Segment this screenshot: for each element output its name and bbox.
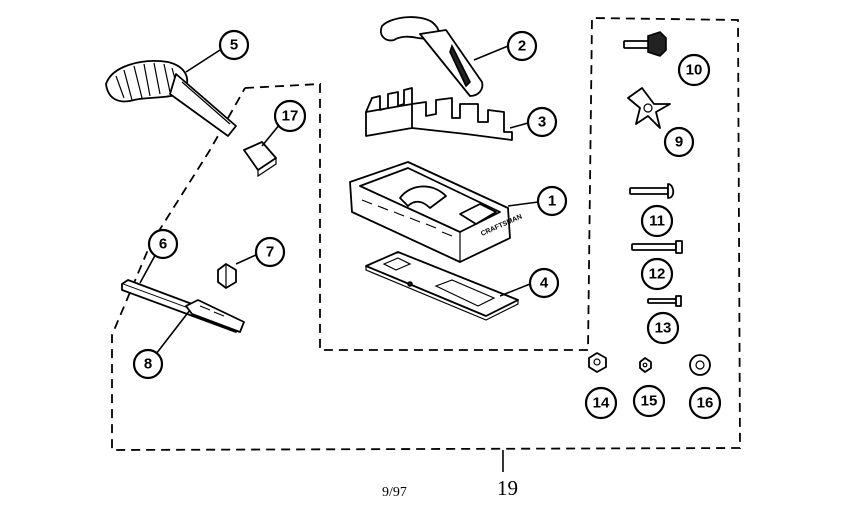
- callout-7: 7: [254, 236, 286, 268]
- callout-13: 13: [646, 311, 680, 345]
- callout-9: 9: [663, 126, 695, 158]
- callout-10-label: 10: [686, 62, 703, 79]
- callout-2-label: 2: [518, 38, 526, 55]
- assembly-dashed-outline: [111, 17, 741, 451]
- callout-14-label: 14: [593, 395, 610, 412]
- callout-11: 11: [640, 204, 674, 238]
- part-8-guide: [155, 299, 245, 355]
- callout-8-label: 8: [144, 356, 152, 373]
- callout-8: 8: [132, 348, 164, 380]
- callout-1-label: 1: [548, 193, 556, 210]
- callout-12-label: 12: [649, 266, 666, 283]
- part-14-nut: [588, 352, 607, 373]
- callout-6-label: 6: [159, 236, 167, 253]
- part-13-screw: [647, 295, 682, 307]
- callout-5: 5: [218, 29, 250, 61]
- part-10-knob-screw: [623, 31, 667, 57]
- callout-3-label: 3: [538, 114, 546, 131]
- callout-5-label: 5: [230, 37, 238, 54]
- callout-17-label: 17: [282, 108, 299, 125]
- part-17-pad: [243, 123, 281, 178]
- footer-date: 9/97: [382, 485, 407, 500]
- callout-4: 4: [528, 267, 560, 299]
- callout-15-label: 15: [641, 393, 658, 410]
- assembly-number: 19: [497, 476, 518, 500]
- callout-14: 14: [584, 386, 618, 420]
- callout-7-label: 7: [266, 244, 274, 261]
- part-9-star-knob: [627, 87, 671, 129]
- part-16-washer: [689, 354, 711, 376]
- callout-16-label: 16: [697, 395, 714, 412]
- part-3-bracket: [365, 87, 529, 141]
- callout-16: 16: [688, 386, 722, 420]
- callout-4-label: 4: [540, 275, 549, 292]
- callout-13-label: 13: [655, 320, 672, 337]
- callout-17: 17: [273, 99, 307, 133]
- callout-11-label: 11: [649, 213, 665, 230]
- part-4-plate: [365, 251, 531, 321]
- part-2-knob: [380, 16, 509, 97]
- callout-1: 1: [536, 185, 568, 217]
- part-5-handle: [105, 49, 237, 137]
- callout-3: 3: [526, 106, 558, 138]
- callout-12: 12: [640, 257, 674, 291]
- part-12-bolt: [631, 240, 683, 254]
- callout-15: 15: [632, 384, 666, 418]
- part-15-nut: [639, 357, 652, 373]
- part-1-base: CRAFTSMAN: [349, 161, 539, 263]
- callout-10: 10: [677, 53, 711, 87]
- callout-2: 2: [506, 30, 538, 62]
- part-7-clip: [217, 253, 259, 289]
- callout-9-label: 9: [675, 134, 683, 151]
- part-11-bolt: [629, 183, 675, 199]
- callout-6: 6: [147, 228, 179, 260]
